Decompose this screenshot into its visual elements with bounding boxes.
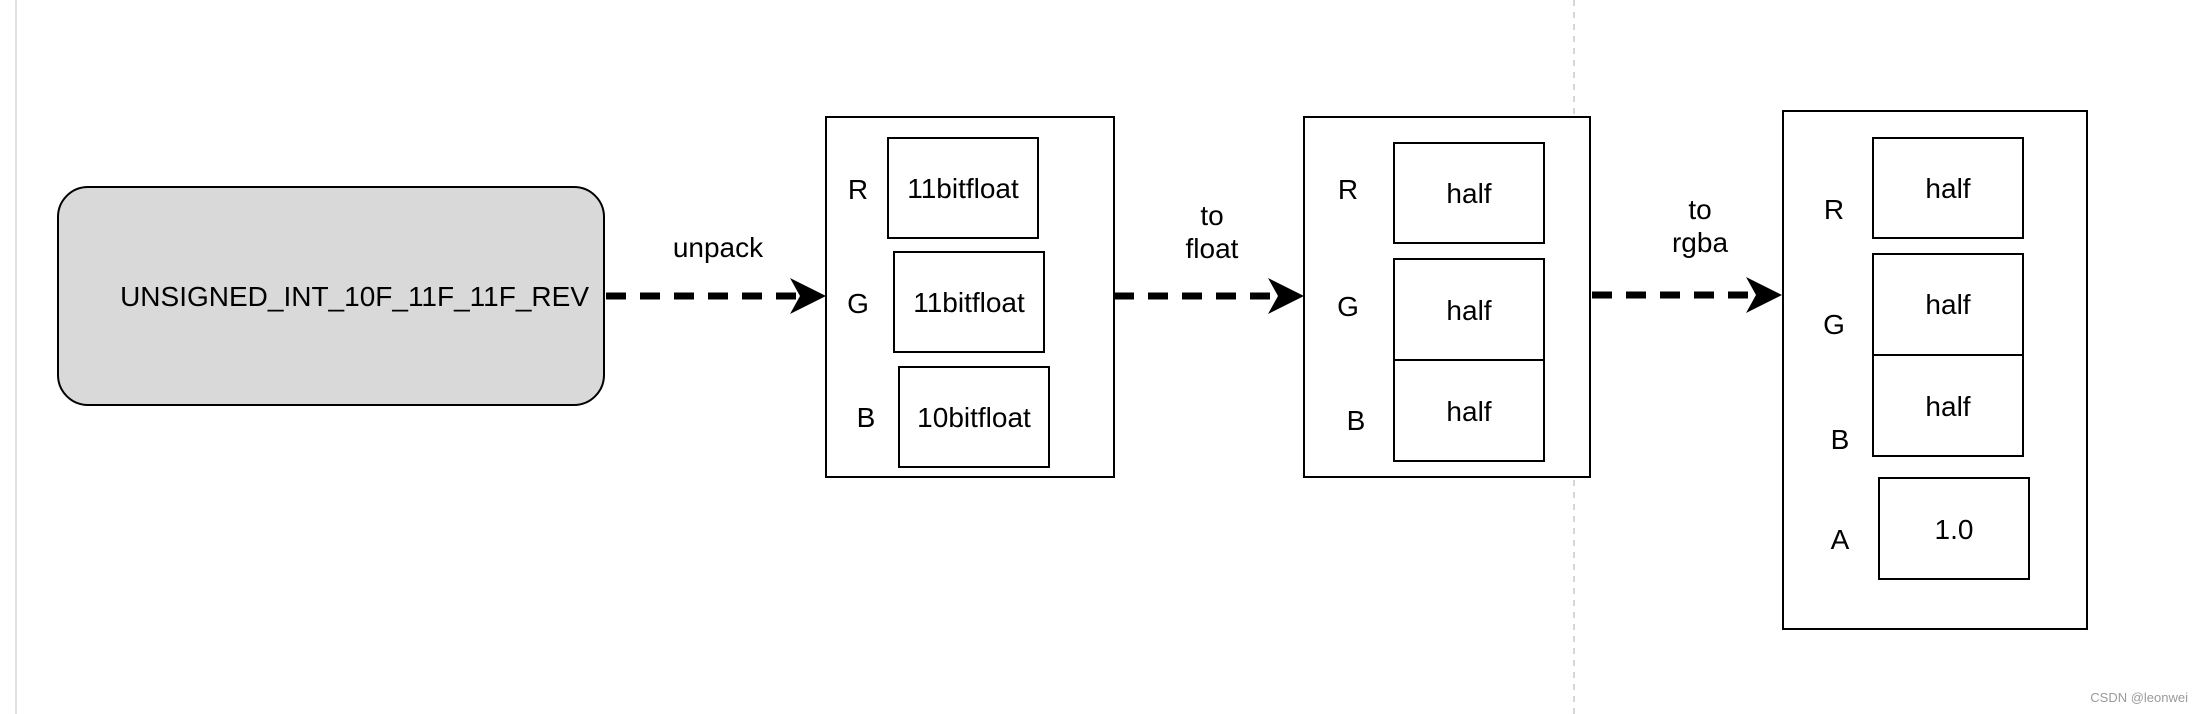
group-rgba[interactable]: R half G half B half A 1.0 [1782, 110, 2088, 630]
edge-unpack-arrowhead [790, 278, 826, 314]
edge-to-float[interactable]: to float [1114, 200, 1304, 314]
cell-g-value: half [1925, 289, 1970, 320]
cell-b-value: half [1446, 396, 1491, 427]
edge-to-rgba-arrowhead [1746, 277, 1782, 313]
channel-label-g: G [1337, 291, 1359, 322]
edge-unpack-label: unpack [673, 232, 764, 263]
edge-to-float-label-line1: to [1200, 200, 1223, 231]
watermark: CSDN @leonwei [2090, 690, 2188, 705]
cell-g-value: 11bitfloat [913, 287, 1025, 318]
channel-label-b: B [857, 402, 876, 433]
edge-to-float-arrowhead [1268, 278, 1304, 314]
channel-label-g: G [847, 288, 869, 319]
channel-label-g: G [1823, 309, 1845, 340]
channel-label-r: R [1338, 174, 1358, 205]
source-label: UNSIGNED_INT_10F_11F_11F_REV [120, 281, 589, 312]
edge-unpack[interactable]: unpack [606, 232, 826, 314]
cell-r-value: half [1925, 173, 1970, 204]
source-node[interactable]: UNSIGNED_INT_10F_11F_11F_REV [57, 186, 605, 406]
cell-g-value-box[interactable] [893, 251, 1045, 353]
cell-b-value-box[interactable] [1393, 359, 1545, 462]
cell-g-value: half [1446, 295, 1491, 326]
edge-to-rgba-label-line2: rgba [1672, 227, 1728, 258]
cell-a-value-box[interactable] [1878, 477, 2030, 580]
cell-b-value-box[interactable] [898, 366, 1050, 468]
edge-to-float-label-line2: float [1186, 233, 1239, 264]
group-half[interactable]: R half G half B half [1303, 116, 1591, 478]
cell-b-value: half [1925, 391, 1970, 422]
channel-label-b: B [1347, 405, 1366, 436]
cell-a-value: 1.0 [1935, 514, 1974, 545]
cell-g-value-box[interactable] [1872, 253, 2024, 356]
cell-g-value-box[interactable] [1393, 258, 1545, 361]
edge-to-rgba[interactable]: to rgba [1592, 194, 1782, 313]
source-box[interactable] [57, 186, 605, 406]
cell-r-value: half [1446, 178, 1491, 209]
channel-label-b: B [1831, 424, 1850, 455]
channel-label-a: A [1831, 524, 1850, 555]
cell-r-value-box[interactable] [1872, 137, 2024, 239]
channel-label-r: R [1824, 194, 1844, 225]
cell-r-value-box[interactable] [887, 137, 1039, 239]
group-unpacked[interactable]: R 11bitfloat G 11bitfloat B 10bitfloat [825, 116, 1115, 478]
cell-b-value: 10bitfloat [917, 402, 1031, 433]
edge-to-rgba-label-line1: to [1688, 194, 1711, 225]
channel-label-r: R [848, 174, 868, 205]
cell-b-value-box[interactable] [1872, 354, 2024, 457]
cell-r-value: 11bitfloat [907, 173, 1019, 204]
cell-r-value-box[interactable] [1393, 142, 1545, 244]
